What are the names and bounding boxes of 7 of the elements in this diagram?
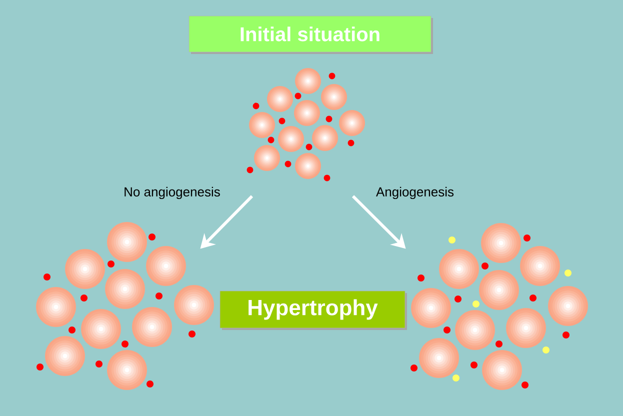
edge-label: No angiogenesis <box>122 186 222 200</box>
title-box: Initial situation <box>188 16 433 54</box>
label-box: Hypertrophy <box>220 290 407 330</box>
cell-cluster-drawing <box>410 223 588 390</box>
cell-cluster-drawing <box>246 68 365 182</box>
edge-label: Angiogenesis <box>374 186 456 200</box>
cell-cluster-drawing <box>36 222 214 390</box>
